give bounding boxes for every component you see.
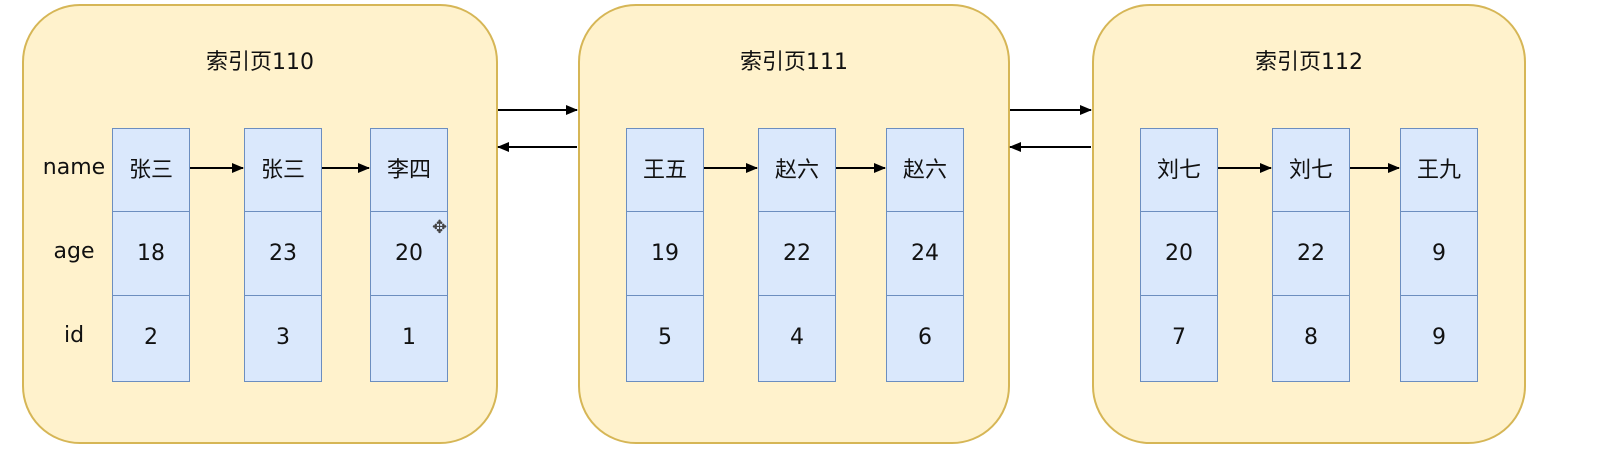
record-column: 王九 9 9 [1400,128,1478,382]
id-cell: 5 [626,296,704,382]
id-cell: 7 [1140,296,1218,382]
name-cell: 王九 [1400,128,1478,212]
record-column: 张三 18 2 [112,128,190,382]
id-cell: 1 [370,296,448,382]
age-cell: 22 [758,212,836,296]
record-column: 赵六 24 6 [886,128,964,382]
age-cell: 20 [1140,212,1218,296]
move-cursor-icon: ✥ [432,217,448,238]
name-cell: 赵六 [886,128,964,212]
record-column: 王五 19 5 [626,128,704,382]
name-cell: 赵六 [758,128,836,212]
age-cell: 19 [626,212,704,296]
id-cell: 8 [1272,296,1350,382]
age-cell: 20 [370,212,448,296]
age-cell: 18 [112,212,190,296]
page-title: 索引页112 [1255,50,1363,75]
row-label-age: age [53,239,95,264]
id-cell: 4 [758,296,836,382]
age-cell: 23 [244,212,322,296]
id-cell: 9 [1400,296,1478,382]
page-title: 索引页111 [740,50,848,75]
name-cell: 刘七 [1140,128,1218,212]
name-cell: 张三 [112,128,190,212]
id-cell: 2 [112,296,190,382]
age-cell: 24 [886,212,964,296]
row-label-name: name [42,155,106,180]
record-column: 赵六 22 4 [758,128,836,382]
id-cell: 6 [886,296,964,382]
name-cell: 李四 [370,128,448,212]
record-column: 李四 20 1 [370,128,448,382]
record-column: 刘七 20 7 [1140,128,1218,382]
page-title: 索引页110 [206,50,314,75]
age-cell: 22 [1272,212,1350,296]
record-column: 刘七 22 8 [1272,128,1350,382]
id-cell: 3 [244,296,322,382]
age-cell: 9 [1400,212,1478,296]
name-cell: 张三 [244,128,322,212]
row-label-id: id [63,323,85,348]
name-cell: 王五 [626,128,704,212]
record-column: 张三 23 3 [244,128,322,382]
name-cell: 刘七 [1272,128,1350,212]
